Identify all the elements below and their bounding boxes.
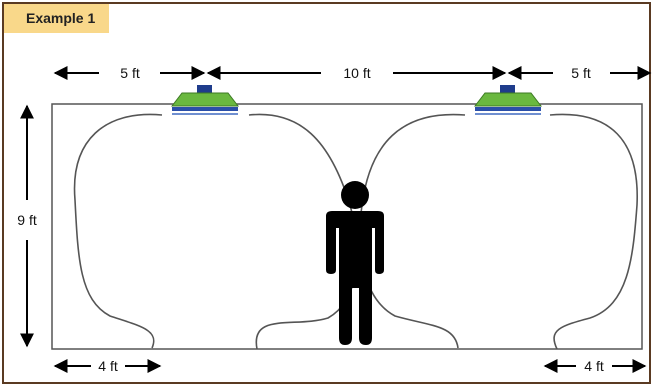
- left-coverage-curve-outer: [73, 113, 163, 349]
- dimension-left-5ft: 5 ft: [120, 65, 140, 81]
- ceiling-speaker-icon: [170, 85, 240, 115]
- dimension-height-9ft: 9 ft: [17, 212, 37, 228]
- ceiling-speaker-icon: [473, 85, 543, 115]
- dimension-bottom-right-4ft: 4 ft: [584, 358, 604, 374]
- dimension-bottom-left-4ft: 4 ft: [98, 358, 118, 374]
- dimension-middle-10ft: 10 ft: [343, 65, 370, 81]
- dimension-right-5ft: 5 ft: [571, 65, 591, 81]
- right-coverage-curve-outer: [549, 113, 638, 350]
- example-title: Example 1: [4, 4, 110, 33]
- person-icon: [326, 181, 384, 345]
